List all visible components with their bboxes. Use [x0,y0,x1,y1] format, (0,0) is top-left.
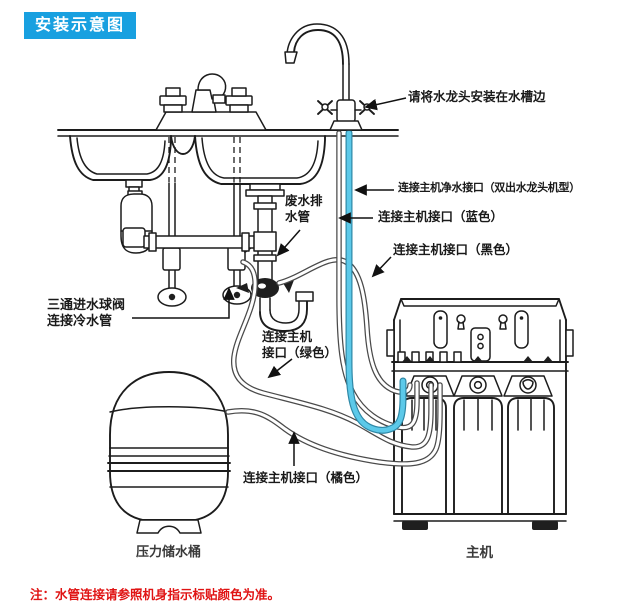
caption-main-unit: 主机 [466,545,493,560]
diagram-title: 安装示意图 [24,12,137,39]
filter-heads [405,375,553,397]
keyhole-icon [456,314,508,330]
label-tee-valve-line1: 三通进水球阀 [47,297,126,312]
pressure-tank [107,371,231,534]
label-green-port: 连接主机 接口（绿色） [262,330,337,361]
tube-faucet-blue [336,130,420,431]
label-green-port-line1: 连接主机 [262,330,313,344]
drain-pipes [143,195,314,332]
tube-tank-orange [225,382,443,467]
filter-canisters [401,397,555,515]
main-unit [386,298,574,530]
bottle-trap [120,190,153,254]
gooseneck-faucet [284,23,375,131]
label-waste-pipe: 废水排 水管 [285,194,323,225]
label-black-port: 连接主机接口（黑色） [393,243,519,257]
color-reference-note: 注：水管连接请参照机身指示标贴颜色为准。 [30,588,281,602]
label-pure-water-port: 连接主机净水接口（双出水龙头机型） [398,182,580,194]
sink [69,135,326,197]
label-waste-pipe-line2: 水管 [285,209,311,224]
kitchen-faucet [155,73,267,182]
label-faucet-position: 请将水龙头安装在水槽边 [408,90,546,104]
label-blue-port: 连接主机接口（蓝色） [378,210,504,224]
caption-pressure-tank: 压力储水桶 [136,544,202,559]
label-green-port-line2: 接口（绿色） [262,345,338,360]
waste-valve [236,278,294,298]
leader-lines [132,97,407,466]
cross-handle-left [317,100,338,115]
tube-green [231,259,434,450]
label-orange-port: 连接主机接口（橘色） [243,471,369,485]
label-tee-valve: 三通进水球阀 连接冷水管 [47,297,125,330]
tube-cyan-pure-water [345,129,407,434]
cross-handle-right [354,100,375,115]
label-waste-pipe-line1: 废水排 [285,194,323,208]
label-tee-valve-line2: 连接冷水管 [47,313,113,329]
